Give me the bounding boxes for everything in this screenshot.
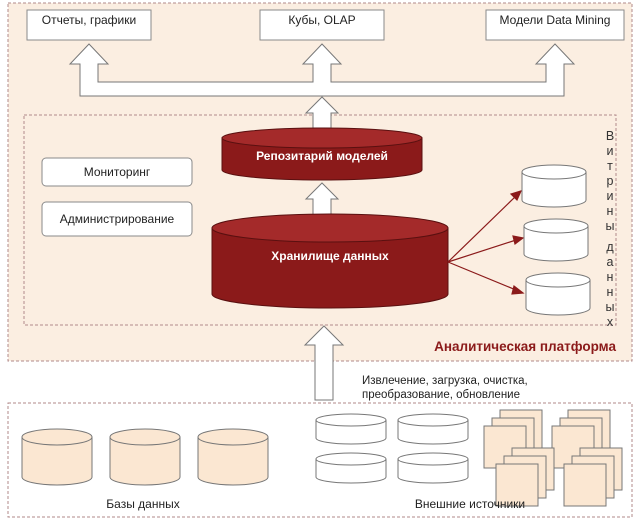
etl-up-arrow [303,325,345,401]
output-distribution-arrows [68,43,576,97]
repository-up-arrow [304,96,340,129]
models-box [485,9,625,41]
external-cylinders [315,413,469,484]
model-repository-cylinder [221,127,423,181]
external-sources-label: Внешние источники [415,497,525,511]
reports-box [26,9,152,41]
external-documents [483,409,623,507]
administration-label: Администрирование [60,212,175,226]
monitoring-box [41,157,193,187]
cubes-box [259,9,385,41]
cubes-label: Кубы, OLAP [288,13,355,27]
model-repository-label: Репозитарий моделей [256,149,388,163]
reports-label: Отчеты, графики [42,13,136,27]
data-mart-arrows [447,190,525,295]
monitoring-label: Мониторинг [84,165,151,179]
etl-label-line2: преобразование, обновление [362,389,520,401]
databases-label: Базы данных [106,497,179,511]
data-warehouse-cylinder [211,213,449,309]
platform-label: Аналитическая платформа [434,339,616,354]
etl-label-line1: Извлечение, загрузка, очистка, [362,375,528,387]
administration-box [41,201,193,237]
models-label: Модели Data Mining [500,13,611,27]
data-mart-cylinders [521,164,591,316]
data-warehouse-label: Хранилище данных [271,249,389,263]
database-cylinders [21,428,269,486]
